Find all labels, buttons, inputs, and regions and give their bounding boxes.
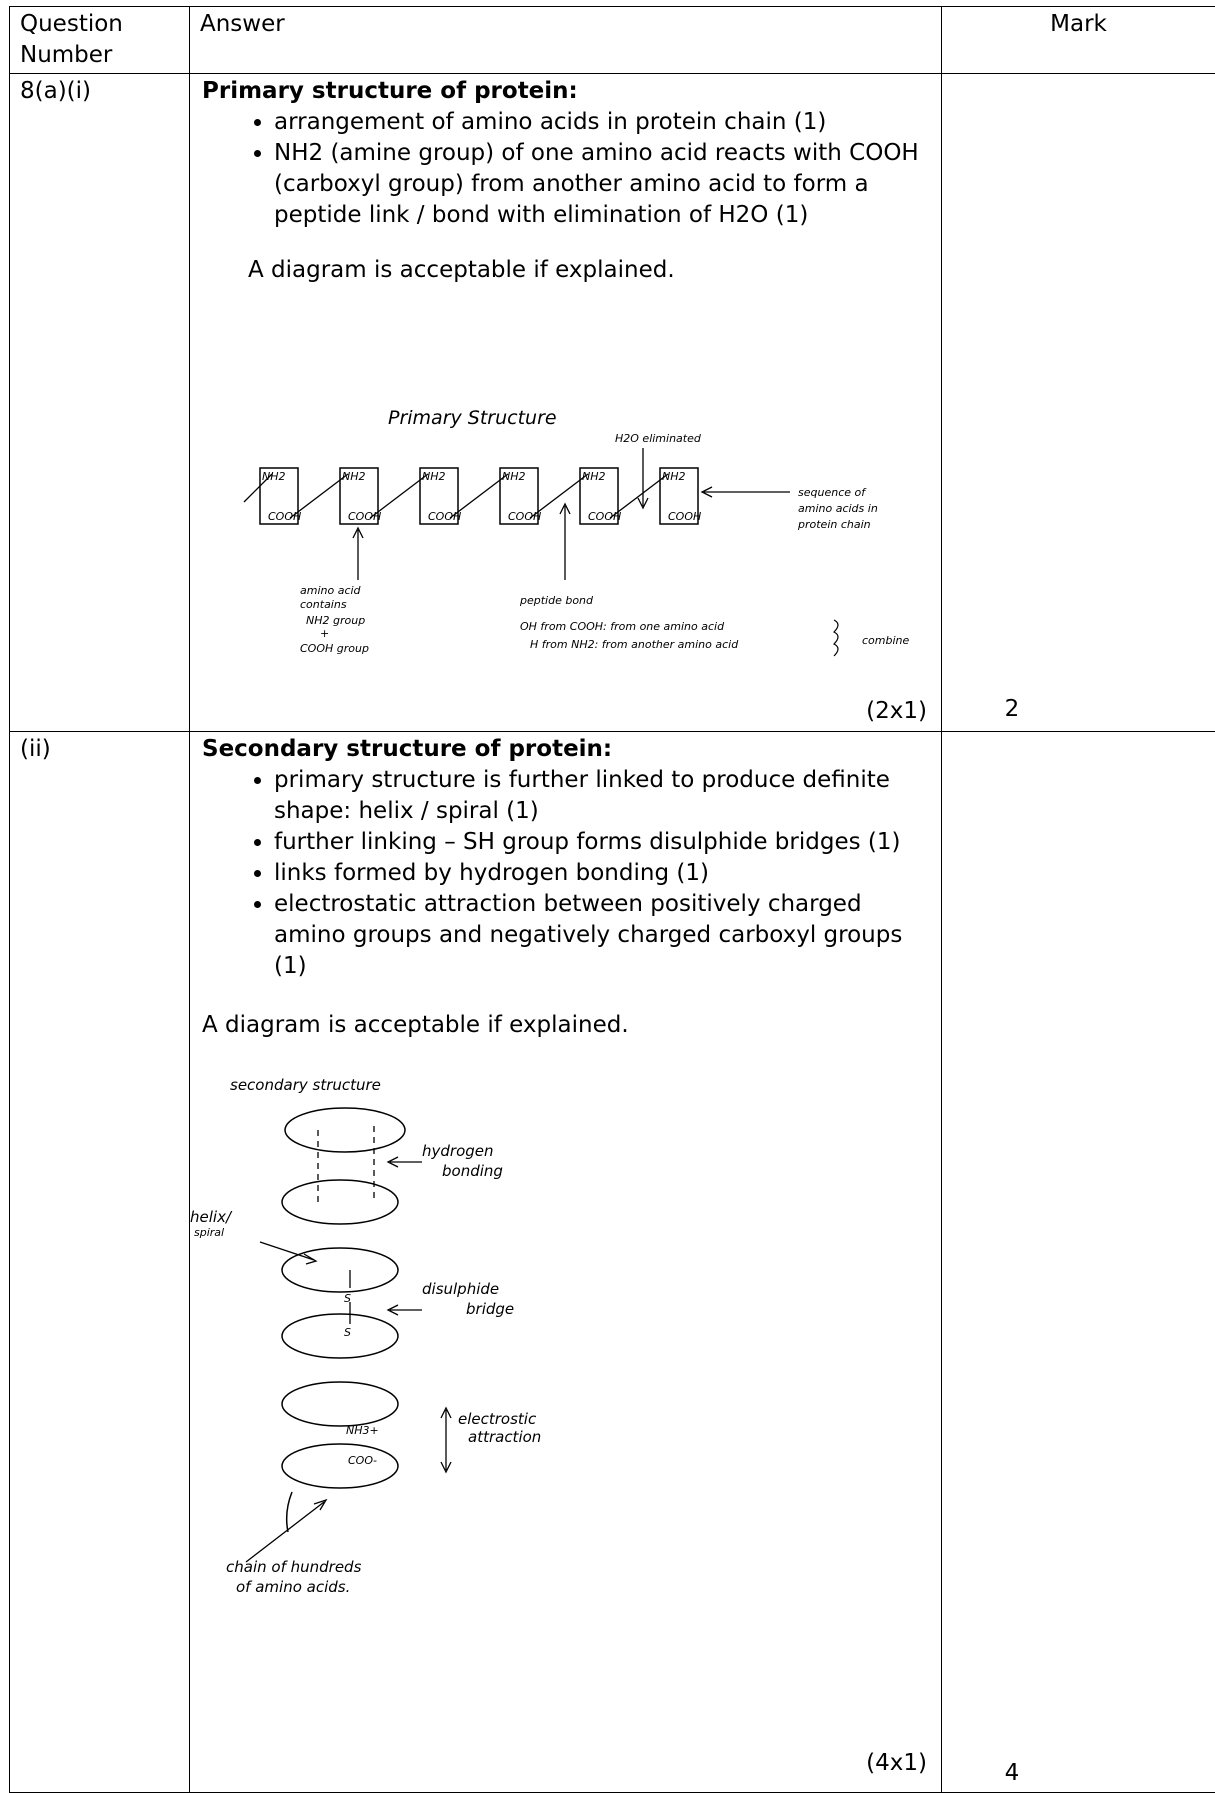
diagram-arrows xyxy=(353,448,790,580)
question-number: 8(a)(i) xyxy=(10,74,190,732)
mark-cell: 4 xyxy=(942,732,1215,1793)
chain-label: chain of hundreds xyxy=(226,1558,362,1576)
box-label-cooh: COOH xyxy=(428,510,461,523)
box-label-cooh: COOH xyxy=(508,510,541,523)
helix-spiral-label: spiral xyxy=(194,1226,224,1239)
header-row: Question Number Answer Mark xyxy=(10,7,1215,74)
answer-heading: Secondary structure of protein: xyxy=(202,734,929,765)
combine-label: combine xyxy=(862,634,910,647)
question-number: (ii) xyxy=(10,732,190,1793)
diagram-title: secondary structure xyxy=(230,1076,381,1094)
amino-acid-label: + xyxy=(320,627,329,640)
bullet-item: arrangement of amino acids in protein ch… xyxy=(274,107,929,138)
amino-acid-label: COOH group xyxy=(300,642,369,655)
row-8a-ii: (ii) Secondary structure of protein: pri… xyxy=(10,732,1215,1793)
water-eliminated-label: H2O eliminated xyxy=(615,432,702,445)
mark-value: 2 xyxy=(942,694,1082,725)
diagram-note: A diagram is acceptable if explained. xyxy=(202,255,929,286)
coo-label: COO- xyxy=(348,1454,377,1467)
peptide-bond-label: peptide bond xyxy=(519,594,594,607)
header-question-number: Question Number xyxy=(10,7,190,74)
box-label-cooh: COOH xyxy=(268,510,301,523)
diagram-arrows xyxy=(246,1157,451,1562)
answer-heading: Primary structure of protein: xyxy=(202,76,929,107)
electrostatic-label: electrostic xyxy=(458,1410,537,1428)
peptide-bond-detail: H from NH2: from another amino acid xyxy=(530,638,739,651)
sequence-label: protein chain xyxy=(797,518,871,531)
mark-allocation: (2x1) xyxy=(866,696,927,727)
hydrogen-bonding-label: hydrogen xyxy=(422,1142,494,1160)
amino-acid-label: NH2 group xyxy=(306,614,365,627)
nh3-label: NH3+ xyxy=(346,1424,379,1437)
bullet-item: further linking – SH group forms disulph… xyxy=(274,827,929,858)
peptide-bond-detail: OH from COOH: from one amino acid xyxy=(520,620,725,633)
diagram-note: A diagram is acceptable if explained. xyxy=(202,1010,929,1041)
row-8a-i: 8(a)(i) Primary structure of protein: ar… xyxy=(10,74,1215,732)
box-label-cooh: COOH xyxy=(668,510,701,523)
bullet-item: links formed by hydrogen bonding (1) xyxy=(274,858,929,889)
sulphur-atom: S xyxy=(344,1292,351,1305)
hydrogen-bonding-label: bonding xyxy=(442,1162,503,1180)
bullet-list: primary structure is further linked to p… xyxy=(202,765,929,982)
diagram-title: Primary Structure xyxy=(388,407,557,429)
electrostatic-label: attraction xyxy=(468,1428,541,1446)
mark-allocation: (4x1) xyxy=(866,1748,927,1779)
secondary-structure-diagram: secondary structure xyxy=(190,1062,650,1602)
helix-coils xyxy=(282,1108,405,1532)
header-mark: Mark xyxy=(942,7,1215,74)
mark-scheme-table: Question Number Answer Mark 8(a)(i) Prim… xyxy=(9,6,1215,1793)
bullet-item: NH2 (amine group) of one amino acid reac… xyxy=(274,138,929,231)
primary-structure-diagram: Primary Structure NH2 NH2 NH2 NH2 NH2 xyxy=(230,394,960,694)
sequence-label: amino acids in xyxy=(798,502,878,515)
amino-acid-label: amino acid xyxy=(300,584,362,597)
mark-value: 4 xyxy=(942,1758,1082,1789)
box-label-cooh: COOH xyxy=(588,510,621,523)
disulphide-bridge-label: disulphide xyxy=(422,1280,499,1298)
header-answer: Answer xyxy=(190,7,942,74)
answer-cell: Primary structure of protein: arrangemen… xyxy=(190,74,942,732)
sequence-label: sequence of xyxy=(798,486,867,499)
bullet-list: arrangement of amino acids in protein ch… xyxy=(202,107,929,231)
box-label-cooh: COOH xyxy=(348,510,381,523)
disulphide-bridge-label: bridge xyxy=(466,1300,514,1318)
amino-acid-label: contains xyxy=(300,598,347,611)
mark-cell: 2 xyxy=(942,74,1215,732)
bullet-item: electrostatic attraction between positiv… xyxy=(274,889,929,982)
answer-cell: Secondary structure of protein: primary … xyxy=(190,732,942,1793)
hydrogen-bond-lines xyxy=(318,1126,374,1202)
brace-icon xyxy=(834,620,838,656)
helix-spiral-label: helix/ xyxy=(190,1208,233,1226)
sulphur-atom: S xyxy=(344,1326,351,1339)
chain-label: of amino acids. xyxy=(236,1578,350,1596)
bullet-item: primary structure is further linked to p… xyxy=(274,765,929,827)
